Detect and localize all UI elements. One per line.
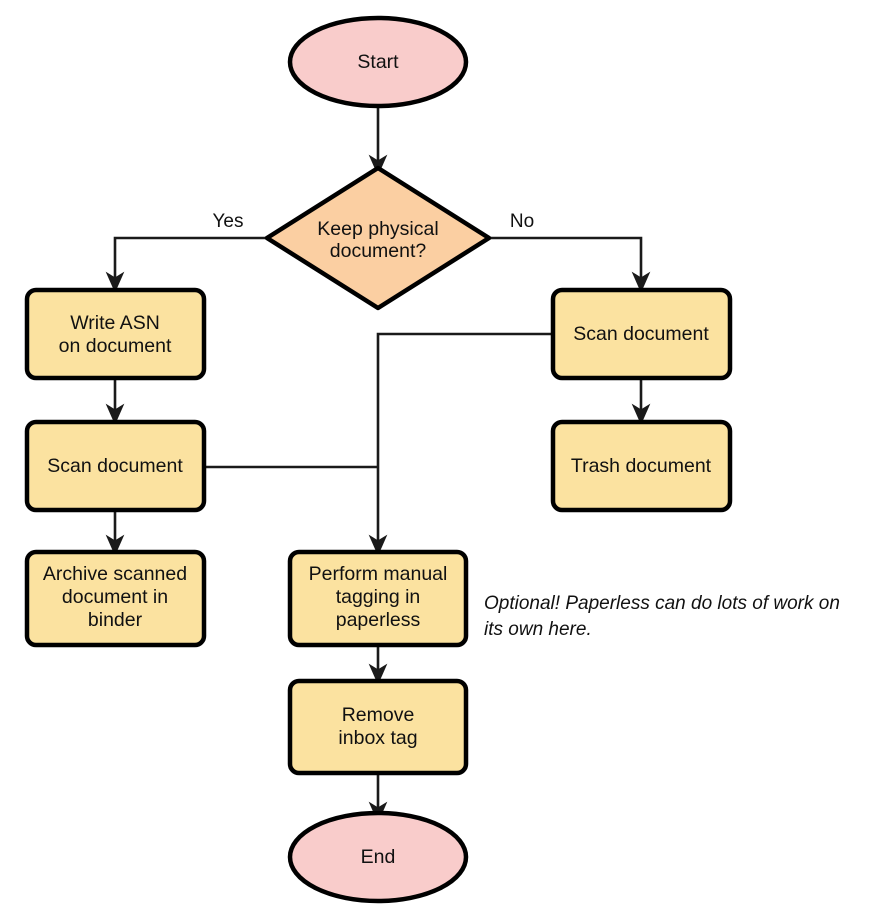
decision-label-line1: Keep physical — [317, 218, 438, 240]
write-asn-label-line2: on document — [59, 335, 172, 357]
remove-inbox-label-line2: inbox tag — [338, 727, 417, 749]
trash-document-label: Trash document — [571, 455, 712, 477]
edge-label-no: No — [510, 211, 534, 232]
edge-decision-to-write-asn — [105, 236, 267, 293]
node-write-asn[interactable]: Write ASN on document — [24, 287, 207, 381]
end-ellipse[interactable] — [287, 810, 469, 904]
node-end[interactable]: End — [287, 810, 469, 904]
node-scan-document-left[interactable]: Scan document — [24, 419, 207, 513]
node-scan-document-right[interactable]: Scan document — [550, 287, 733, 381]
tagging-label-line3: paperless — [336, 609, 421, 631]
scan-document-right-box[interactable] — [550, 287, 733, 381]
remove-inbox-tag-box[interactable] — [287, 678, 469, 776]
edge-scan-right-to-tagging — [368, 332, 553, 556]
scan-document-left-label: Scan document — [47, 455, 183, 477]
edge-decision-to-scan-right — [489, 236, 651, 293]
archive-label-line3: binder — [88, 609, 143, 631]
annotation-line1: Optional! Paperless can do lots of work … — [484, 593, 840, 614]
node-trash-document[interactable]: Trash document — [550, 419, 733, 513]
scan-document-right-label: Scan document — [573, 323, 709, 345]
node-start[interactable]: Start — [287, 15, 469, 109]
write-asn-box[interactable] — [24, 287, 207, 381]
scan-document-left-box[interactable] — [24, 419, 207, 513]
edge-labels-layer: Yes No — [213, 211, 535, 232]
end-label: End — [361, 846, 396, 868]
trash-document-box[interactable] — [550, 419, 733, 513]
node-archive-scanned-document[interactable]: Archive scanned document in binder — [24, 549, 207, 648]
remove-inbox-label-line1: Remove — [342, 704, 415, 726]
archive-box[interactable] — [24, 549, 207, 648]
tagging-box[interactable] — [287, 549, 469, 648]
annotation-note: Optional! Paperless can do lots of work … — [484, 593, 840, 640]
start-ellipse[interactable] — [287, 15, 469, 109]
archive-label-line2: document in — [62, 586, 168, 608]
annotation-line2: its own here. — [484, 619, 592, 640]
write-asn-label-line1: Write ASN — [70, 312, 160, 334]
edge-label-yes: Yes — [213, 211, 244, 232]
node-remove-inbox-tag[interactable]: Remove inbox tag — [287, 678, 469, 776]
decision-diamond[interactable] — [264, 165, 492, 311]
archive-label-line1: Archive scanned — [43, 563, 187, 585]
decision-label-line2: document? — [330, 240, 427, 262]
tagging-label-line1: Perform manual — [309, 563, 448, 585]
edges-layer — [105, 106, 651, 823]
start-label: Start — [357, 51, 399, 73]
tagging-label-line2: tagging in — [336, 586, 421, 608]
node-decision-keep-physical-document[interactable]: Keep physical document? — [264, 165, 492, 311]
node-perform-manual-tagging[interactable]: Perform manual tagging in paperless — [287, 549, 469, 648]
